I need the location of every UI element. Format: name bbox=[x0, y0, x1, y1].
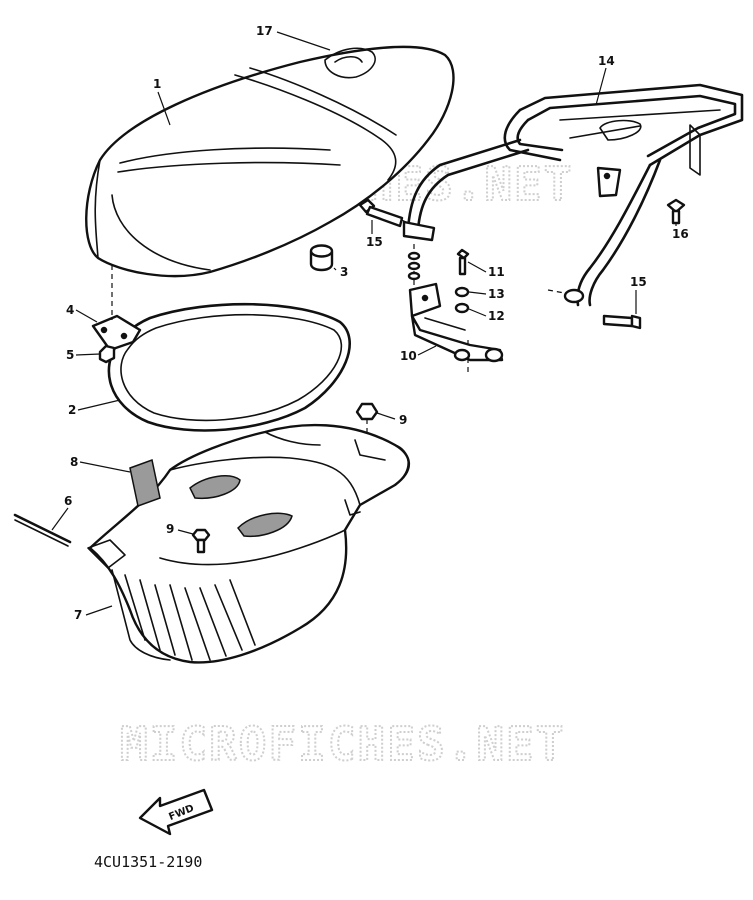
collar-part-13 bbox=[454, 286, 470, 298]
label-part-9-upper: 9 bbox=[399, 413, 407, 427]
label-part-6: 6 bbox=[64, 494, 72, 508]
label-part-14: 14 bbox=[598, 54, 615, 68]
carrier-bracket bbox=[596, 166, 622, 198]
bolt-part-15-lower bbox=[602, 314, 642, 330]
label-part-13: 13 bbox=[488, 287, 505, 301]
drawing-code: 4CU1351-2190 bbox=[94, 853, 202, 871]
bolt-part-9-upper bbox=[355, 402, 379, 421]
label-part-12: 12 bbox=[488, 309, 505, 323]
damper-part-3 bbox=[309, 244, 334, 272]
label-part-4: 4 bbox=[66, 303, 74, 317]
pad-inner-2 bbox=[237, 512, 293, 538]
storage-box-part-7 bbox=[87, 423, 411, 664]
pad-inner-1 bbox=[189, 475, 241, 500]
forward-direction-arrow: FWD bbox=[138, 788, 214, 836]
bolt-part-9-lower bbox=[191, 528, 211, 554]
label-part-10: 10 bbox=[400, 349, 417, 363]
bracket-part-4 bbox=[91, 314, 142, 352]
bolt-part-15-upper bbox=[358, 198, 404, 228]
label-part-2: 2 bbox=[68, 403, 76, 417]
rod-part-6 bbox=[13, 513, 72, 547]
label-part-15-upper: 15 bbox=[366, 235, 383, 249]
label-part-9-lower: 9 bbox=[166, 522, 174, 536]
pad-part-8 bbox=[129, 458, 161, 508]
washer-part-12 bbox=[454, 302, 470, 314]
rear-carrier-part-14 bbox=[402, 83, 744, 307]
nut-part-5 bbox=[98, 344, 116, 364]
label-part-15-lower: 15 bbox=[630, 275, 647, 289]
bolt-stack-part-10 bbox=[407, 251, 421, 281]
label-part-11: 11 bbox=[488, 265, 505, 279]
label-part-7: 7 bbox=[74, 608, 82, 622]
seat-emblem-part-17 bbox=[324, 47, 376, 79]
lock-assembly-part-10 bbox=[408, 282, 504, 363]
label-part-8: 8 bbox=[70, 455, 78, 469]
label-part-5: 5 bbox=[66, 348, 74, 362]
bolt-part-16 bbox=[666, 198, 686, 225]
watermark-bottom: MICROFICHES.NET bbox=[120, 717, 565, 771]
seat-part-1 bbox=[85, 45, 455, 278]
label-part-16: 16 bbox=[672, 227, 689, 241]
label-part-3: 3 bbox=[340, 265, 348, 279]
label-part-1: 1 bbox=[153, 77, 161, 91]
seal-strip-part-2 bbox=[107, 302, 351, 432]
label-part-17: 17 bbox=[256, 24, 273, 38]
bolt-part-11 bbox=[456, 248, 470, 276]
